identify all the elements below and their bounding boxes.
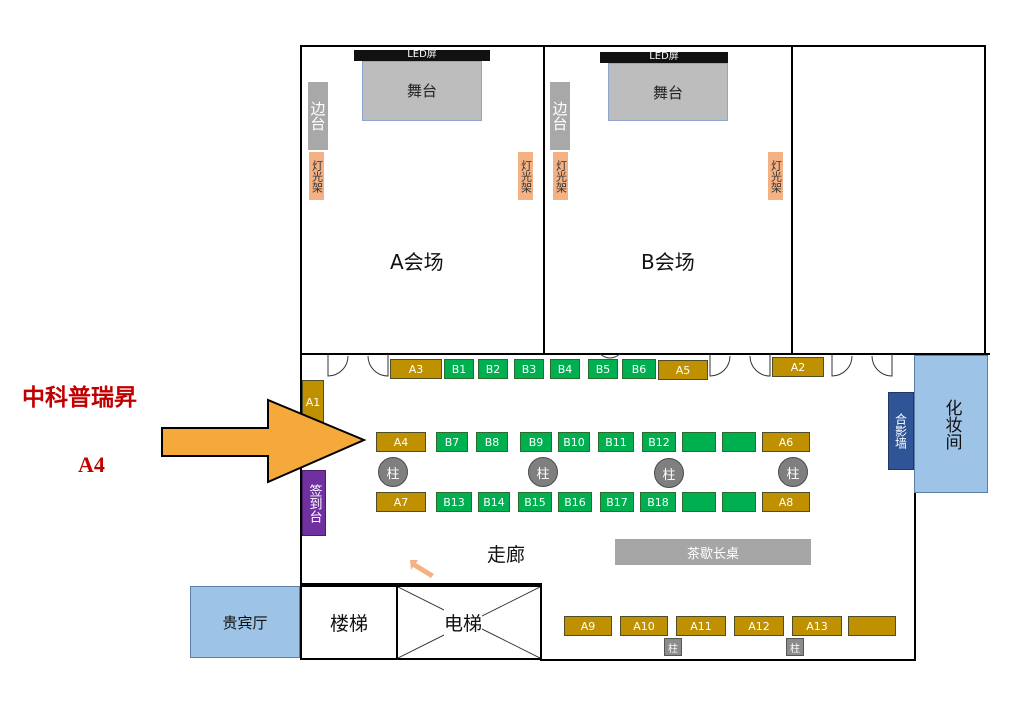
- dressing-room: 化妆间: [914, 355, 988, 493]
- booth-b3[interactable]: B3: [514, 359, 544, 379]
- side-stage-a: 边台: [308, 82, 328, 150]
- booth-a11[interactable]: A11: [676, 616, 726, 636]
- booth-b11[interactable]: B11: [598, 432, 634, 452]
- lower-area-right: [914, 492, 916, 661]
- booth-b12[interactable]: B12: [642, 432, 676, 452]
- booth-row1-empty-2[interactable]: [722, 432, 756, 452]
- pointer-arrow-icon: [161, 398, 367, 484]
- led-screen-b: LED屏: [600, 52, 728, 63]
- photo-wall: 合影墙: [888, 392, 914, 470]
- booth-b2[interactable]: B2: [478, 359, 508, 379]
- booth-a7[interactable]: A7: [376, 492, 426, 512]
- hall-b-label: B会场: [641, 250, 695, 274]
- pillar: 柱: [654, 458, 684, 488]
- booth-b15[interactable]: B15: [518, 492, 552, 512]
- booth-a4[interactable]: A4: [376, 432, 426, 452]
- corridor-wall-left: [300, 353, 302, 585]
- booth-a12[interactable]: A12: [734, 616, 784, 636]
- stage-b: 舞台: [608, 63, 728, 121]
- booth-b17[interactable]: B17: [600, 492, 634, 512]
- entrance-arrow-icon: [410, 560, 434, 578]
- booth-b9[interactable]: B9: [520, 432, 552, 452]
- booth-row1-empty-1[interactable]: [682, 432, 716, 452]
- doors: [327, 353, 893, 377]
- booth-a1[interactable]: A1: [302, 380, 324, 424]
- booth-b6[interactable]: B6: [622, 359, 656, 379]
- light-rack-a-right: 灯光架: [518, 152, 533, 200]
- company-booth-callout: A4: [78, 452, 105, 477]
- booth-b4[interactable]: B4: [550, 359, 580, 379]
- corridor-label: 走廊: [487, 544, 526, 566]
- light-rack-b-left: 灯光架: [553, 152, 568, 200]
- booth-b14[interactable]: B14: [478, 492, 510, 512]
- booth-a8[interactable]: A8: [762, 492, 810, 512]
- elevator: 电梯: [396, 585, 542, 660]
- booth-bottom-empty[interactable]: [848, 616, 896, 636]
- hall-c: [791, 45, 986, 355]
- photo-wall-label: 合影墙: [893, 413, 908, 449]
- tea-break-table: 茶歇长桌: [615, 539, 811, 565]
- booth-b18[interactable]: B18: [640, 492, 676, 512]
- booth-a2[interactable]: A2: [772, 357, 824, 377]
- booth-a13[interactable]: A13: [792, 616, 842, 636]
- booth-a5[interactable]: A5: [658, 360, 708, 380]
- square-pillar: 柱: [664, 638, 682, 656]
- sign-in-desk: 签到台: [302, 470, 326, 536]
- booth-b7[interactable]: B7: [436, 432, 468, 452]
- stairs-label: 楼梯: [329, 613, 368, 635]
- sign-in-label: 签到台: [306, 483, 322, 523]
- vip-room: 贵宾厅: [190, 586, 300, 658]
- light-rack-b-right: 灯光架: [768, 152, 783, 200]
- booth-a10[interactable]: A10: [620, 616, 668, 636]
- pillar: 柱: [378, 457, 408, 487]
- booth-a3[interactable]: A3: [390, 359, 442, 379]
- booth-b16[interactable]: B16: [558, 492, 592, 512]
- hall-a-label: A会场: [390, 250, 444, 274]
- dressing-room-label: 化妆间: [941, 398, 962, 450]
- vip-room-label: 贵宾厅: [222, 613, 268, 632]
- square-pillar: 柱: [786, 638, 804, 656]
- booth-row2-empty-1[interactable]: [682, 492, 716, 512]
- stairs: 楼梯: [300, 585, 398, 660]
- company-name-callout: 中科普瑞昇: [22, 384, 137, 411]
- booth-a9[interactable]: A9: [564, 616, 612, 636]
- booth-a6[interactable]: A6: [762, 432, 810, 452]
- pillar: 柱: [528, 457, 558, 487]
- booth-b13[interactable]: B13: [436, 492, 472, 512]
- pillar: 柱: [778, 457, 808, 487]
- led-screen-a: LED屏: [354, 50, 490, 61]
- booth-b1[interactable]: B1: [444, 359, 474, 379]
- light-rack-a-left: 灯光架: [309, 152, 324, 200]
- stage-a: 舞台: [362, 61, 482, 121]
- tea-break-table-label: 茶歇长桌: [686, 546, 739, 562]
- booth-row2-empty-2[interactable]: [722, 492, 756, 512]
- booth-b10[interactable]: B10: [558, 432, 590, 452]
- corridor-wall-top: [300, 353, 990, 355]
- booth-b5[interactable]: B5: [588, 359, 618, 379]
- elevator-label: 电梯: [444, 609, 483, 636]
- booth-b8[interactable]: B8: [476, 432, 508, 452]
- lower-area-bottom: [540, 659, 916, 661]
- side-stage-b: 边台: [550, 82, 570, 150]
- corridor-wall-bottom-left: [300, 583, 540, 585]
